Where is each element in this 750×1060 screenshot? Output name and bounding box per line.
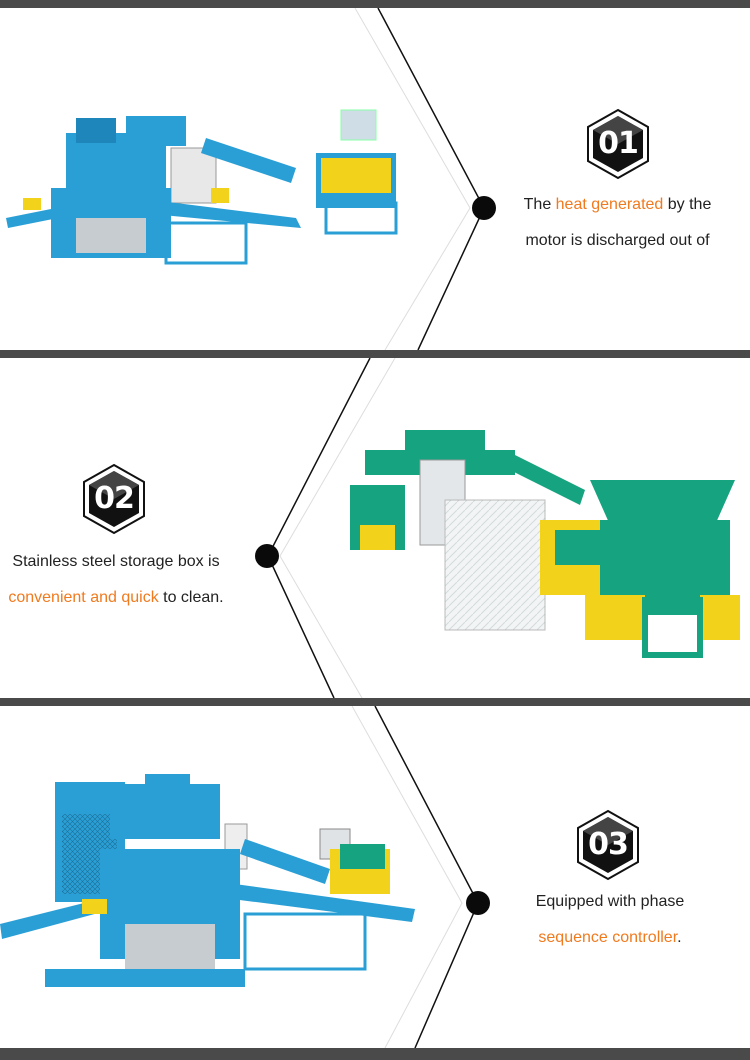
feature-1-line1: The heat generated by the [523, 196, 712, 213]
feature-2-text: Stainless steel storage box is convenien… [0, 544, 232, 616]
number-badge-02: 02 [82, 463, 146, 535]
section-dot [466, 891, 490, 915]
bottom-divider-bar [0, 1048, 750, 1060]
machine-photo-3 [0, 774, 415, 987]
divider-bar-1 [0, 350, 750, 358]
feature-section-1: 01 The heat generated by the motor is di… [0, 8, 750, 350]
badge-number: 01 [598, 126, 639, 161]
badge-number: 02 [94, 481, 135, 516]
badge-number: 03 [588, 827, 629, 862]
section-dot [255, 544, 279, 568]
feature-3-line1: Equipped with phase [535, 893, 685, 910]
feature-section-3: 03 Equipped with phase sequence controll… [0, 706, 750, 1048]
feature-1-highlight: heat generated [555, 196, 664, 213]
divider-bar-2 [0, 698, 750, 706]
feature-section-2: 02 Stainless steel storage box is conven… [0, 358, 750, 698]
feature-2-highlight: convenient and quick [8, 589, 159, 606]
number-badge-01: 01 [586, 108, 650, 180]
feature-2-line2: convenient and quick to clean. [8, 589, 224, 606]
machine-photo-2 [350, 430, 740, 658]
feature-1-text: The heat generated by the motor is disch… [505, 187, 730, 259]
machine-photo-1 [6, 109, 398, 265]
feature-1-line2: motor is discharged out of [525, 232, 710, 249]
number-badge-03: 03 [576, 809, 640, 881]
feature-3-highlight: sequence controller [538, 929, 678, 946]
feature-3-text: Equipped with phase sequence controller. [505, 884, 715, 956]
feature-2-line1: Stainless steel storage box is [12, 553, 220, 570]
section-dot [472, 196, 496, 220]
feature-3-line2: sequence controller. [538, 929, 682, 946]
top-divider-bar [0, 0, 750, 8]
